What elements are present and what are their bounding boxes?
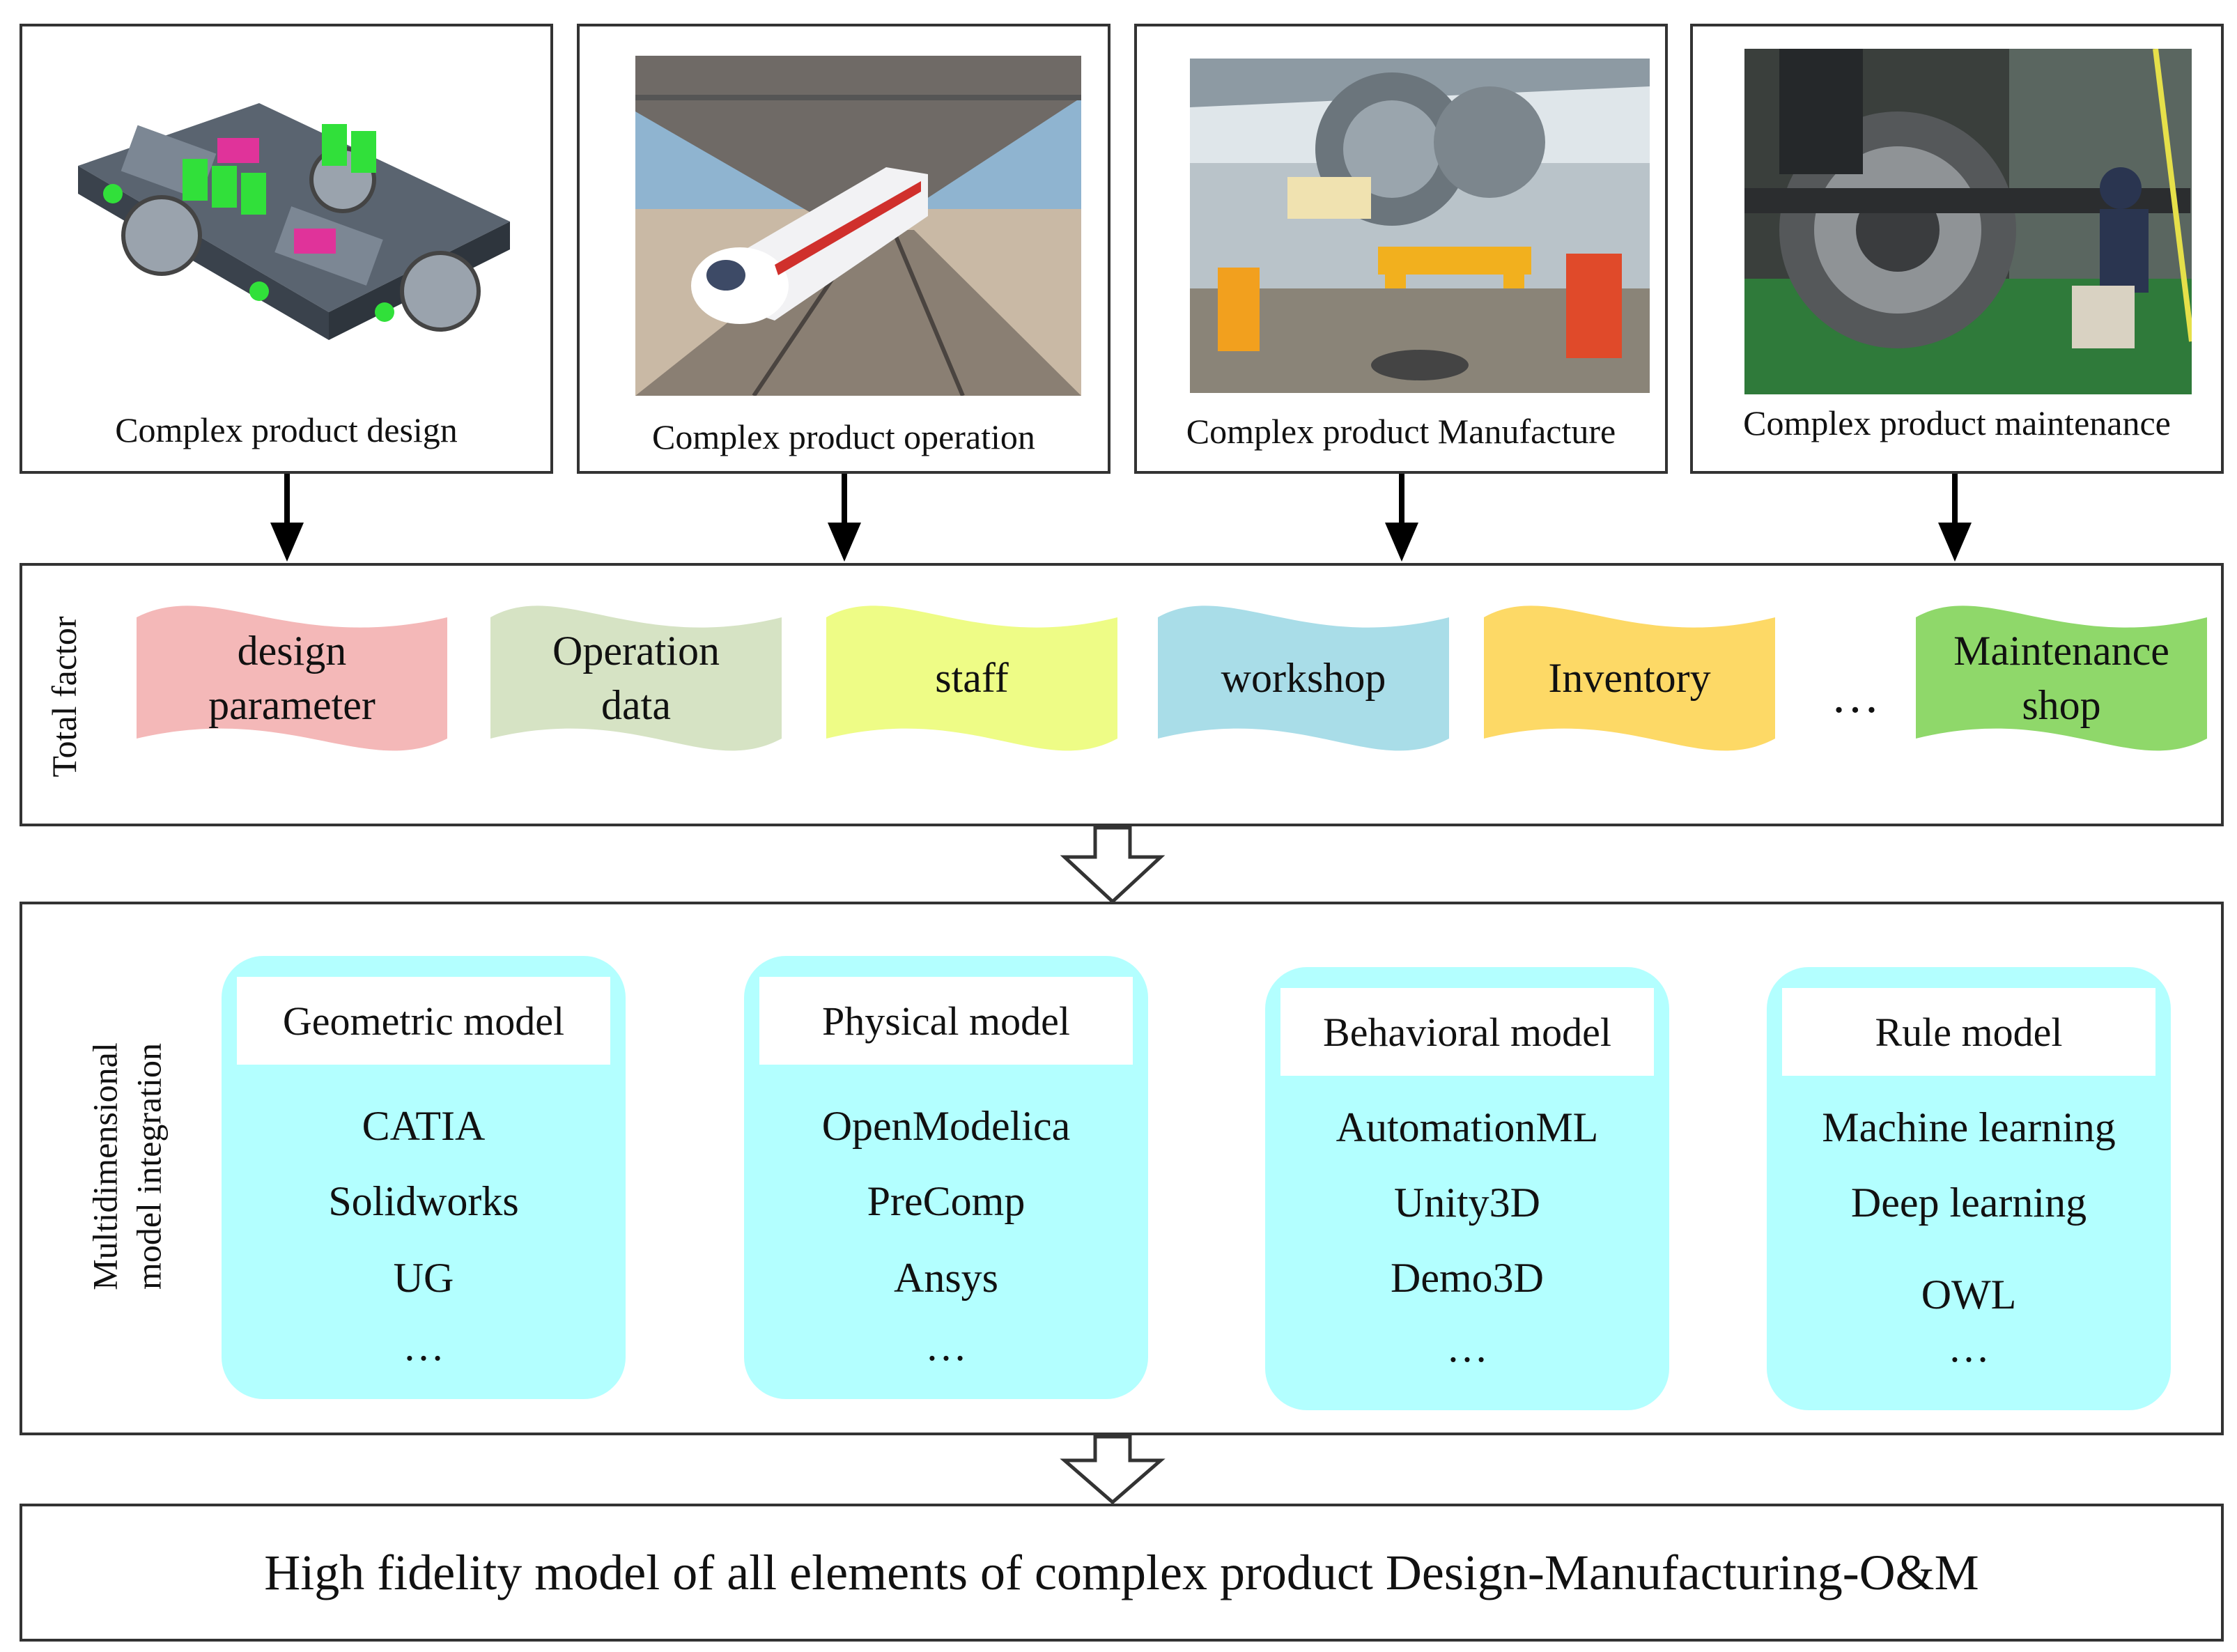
model-item: AutomationML	[1336, 1104, 1599, 1150]
maintenance-image	[1744, 49, 2192, 394]
factor-workshop: workshop	[1158, 598, 1449, 758]
factor-label: workshop	[1221, 655, 1386, 701]
final-box: High fidelity model of all elements of c…	[20, 1504, 2224, 1642]
factor-ellipsis: …	[1831, 670, 1880, 723]
hollow-arrow-to-models	[1060, 826, 1166, 904]
panel-caption: Complex product maintenance	[1743, 403, 2171, 442]
factor-design-parameter: design parameter	[137, 598, 447, 758]
factor-inventory: Inventory	[1484, 598, 1775, 758]
model-item: PreComp	[867, 1178, 1025, 1224]
model-item: UG	[393, 1255, 454, 1301]
model-item: Solidworks	[328, 1178, 519, 1224]
model-title: Physical model	[759, 977, 1133, 1065]
panel-design: Complex product design	[20, 24, 553, 474]
model-item: OpenModelica	[821, 1103, 1071, 1149]
model-title: Geometric model	[237, 977, 610, 1065]
factory-image	[1190, 59, 1650, 393]
panel-caption: Complex product operation	[652, 417, 1035, 456]
hollow-arrow-to-final	[1060, 1435, 1166, 1505]
model-item: …	[1948, 1325, 1990, 1371]
factor-operation-data: Operation data	[490, 598, 782, 758]
down-arrow-operation	[828, 474, 861, 562]
factor-label: data	[601, 682, 671, 728]
model-title: Behavioral model	[1280, 988, 1654, 1076]
model-card-behavioral: Behavioral model AutomationML Unity3D De…	[1265, 967, 1669, 1410]
panel-maintenance: Complex product maintenance	[1690, 24, 2224, 474]
model-item: Ansys	[893, 1255, 999, 1301]
model-card-rule: Rule model Machine learning Deep learnin…	[1767, 967, 2171, 1410]
panel-caption: Complex product design	[115, 410, 458, 449]
bogie-cad-image	[50, 61, 524, 382]
factor-maintenance-shop: Maintenance shop	[1916, 598, 2207, 758]
factor-staff: staff	[826, 598, 1117, 758]
model-item: …	[403, 1323, 444, 1369]
model-card-physical: Physical model OpenModelica PreComp Ansy…	[744, 956, 1148, 1399]
factor-label: staff	[935, 655, 1009, 701]
factor-label: Maintenance	[1953, 628, 2169, 674]
factor-label: Inventory	[1548, 655, 1711, 701]
down-arrow-maintenance	[1938, 474, 1972, 562]
model-item: …	[1446, 1325, 1488, 1371]
factor-label: shop	[2022, 682, 2101, 728]
train-image	[635, 56, 1081, 396]
model-item: Demo3D	[1391, 1255, 1544, 1301]
model-item: Unity3D	[1394, 1180, 1540, 1226]
final-text: High fidelity model of all elements of c…	[264, 1544, 1979, 1600]
factor-label: design	[237, 628, 347, 674]
model-item: Machine learning	[1822, 1104, 2116, 1150]
factor-label: parameter	[208, 682, 376, 728]
model-title: Rule model	[1782, 988, 2155, 1076]
panel-operation: Complex product operation	[577, 24, 1110, 474]
down-arrow-manufacture	[1385, 474, 1418, 562]
down-arrow-design	[270, 474, 304, 562]
model-item: …	[925, 1323, 967, 1369]
panel-manufacture: Complex product Manufacture	[1134, 24, 1668, 474]
panel-caption: Complex product Manufacture	[1186, 412, 1616, 451]
model-item: OWL	[1921, 1272, 2017, 1318]
model-item: CATIA	[362, 1103, 486, 1149]
model-item: Deep learning	[1850, 1180, 2087, 1226]
factor-label: Operation	[552, 628, 720, 674]
model-card-geometric: Geometric model CATIA Solidworks UG …	[222, 956, 626, 1399]
